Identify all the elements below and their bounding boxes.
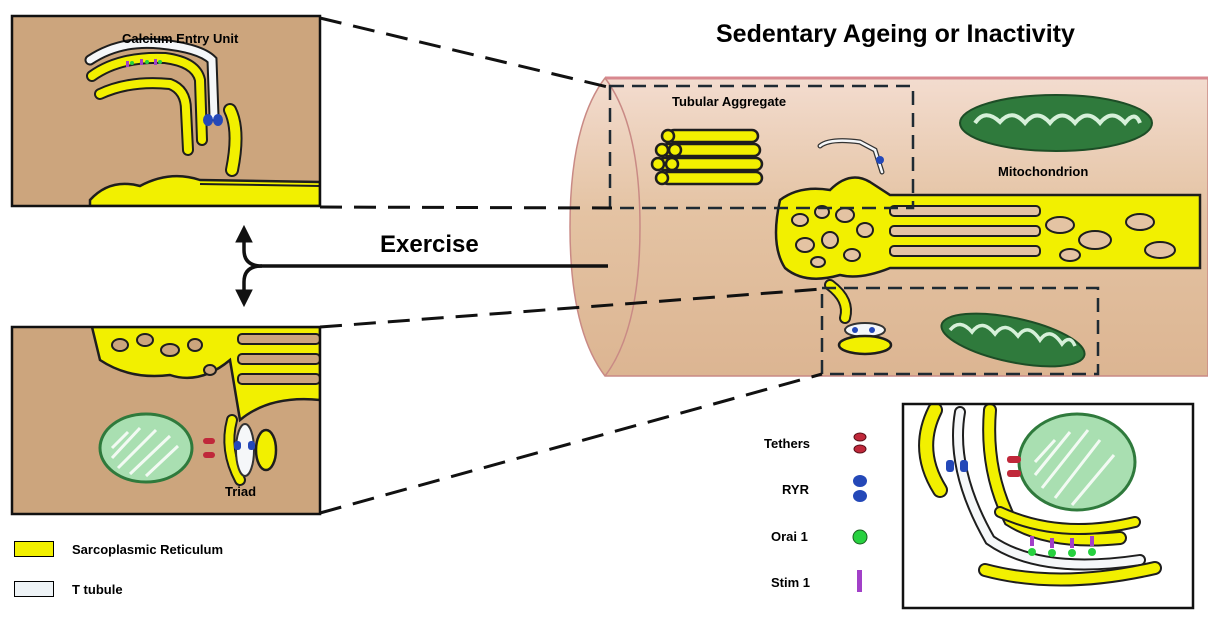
legend-tt-swatch <box>14 581 54 597</box>
triad-label: Triad <box>225 484 257 499</box>
zoom-box-tubular-aggregate <box>608 84 915 210</box>
mitochondrion-label: Mitochondrion <box>998 164 1089 179</box>
stim1-label: Stim 1 <box>771 575 811 590</box>
panel-detail <box>901 402 1195 610</box>
legend-sr: Sarcoplasmic Reticulum <box>14 540 223 558</box>
tethers-icon <box>853 432 867 454</box>
mitochondrion-upper-shape <box>959 94 1153 152</box>
projection-lines <box>319 16 823 515</box>
legend-sr-label: Sarcoplasmic Reticulum <box>72 541 223 557</box>
legend-tt: T tubule <box>14 580 123 598</box>
stim1-icon <box>857 570 862 592</box>
calcium-entry-unit-label: Calcium Entry Unit <box>122 31 239 46</box>
ryr-icon <box>853 475 867 502</box>
orai1-label: Orai 1 <box>771 529 808 544</box>
fiber-triad-shape <box>824 279 893 356</box>
panel-calcium-entry-unit <box>10 14 322 208</box>
exercise-label: Exercise <box>380 231 479 258</box>
legend-sr-swatch <box>14 541 54 557</box>
legend-tt-label: T tubule <box>72 581 123 597</box>
ryr-label: RYR <box>782 482 809 497</box>
orai1-icon <box>852 529 868 545</box>
tethers-label: Tethers <box>764 436 810 451</box>
main-title: Sedentary Ageing or Inactivity <box>716 20 1075 48</box>
tubular-aggregate-shape <box>650 128 764 186</box>
mitochondrion-lower-shape <box>940 312 1086 368</box>
panel-triad <box>10 325 322 516</box>
exercise-arrow <box>235 224 608 308</box>
fiber-contents <box>650 94 1202 368</box>
zoom-box-triad <box>820 286 1100 376</box>
tubular-aggregate-label: Tubular Aggregate <box>672 94 787 109</box>
